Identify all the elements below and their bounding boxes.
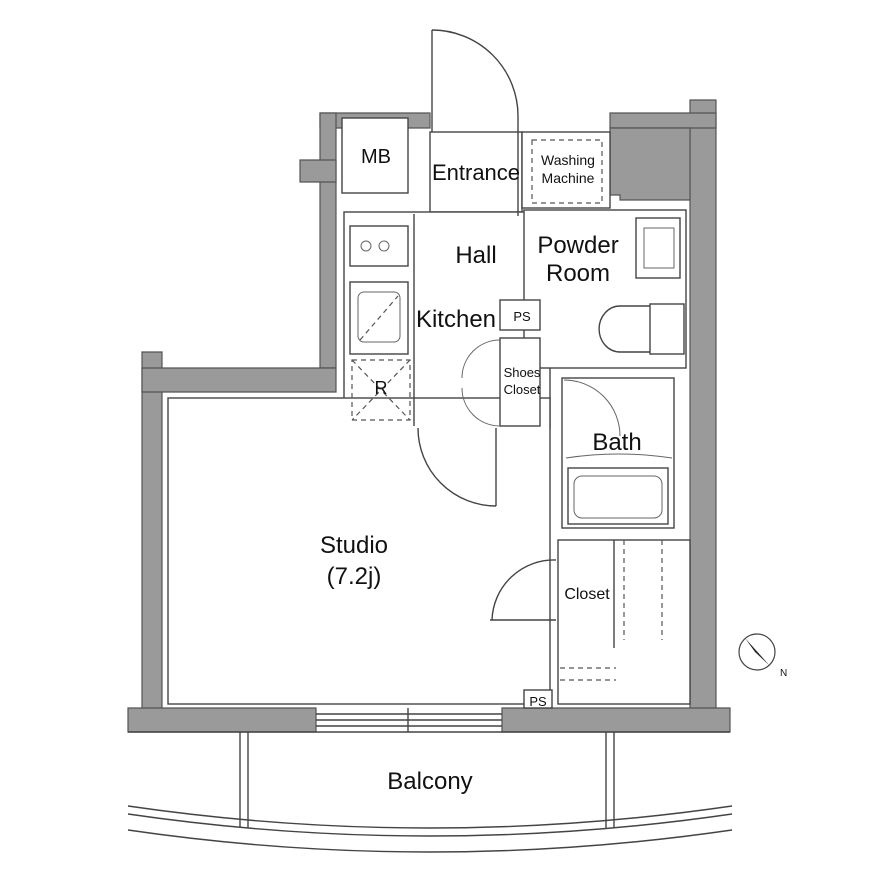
room-label-balcony: Balcony	[387, 768, 472, 795]
bath-fixtures	[563, 379, 673, 525]
window	[316, 708, 502, 732]
door-swings	[417, 29, 557, 621]
room-label-shoes-1: Shoes	[504, 365, 541, 380]
room-label-fridge: R	[375, 378, 388, 398]
room-label-ps-upper: PS	[513, 309, 531, 324]
room-label-bath: Bath	[592, 429, 641, 456]
balcony-outline	[127, 731, 733, 853]
room-label-hall: Hall	[455, 242, 496, 269]
room-label-closet: Closet	[564, 586, 610, 603]
shoes-closet-fixture	[461, 299, 541, 427]
room-label-mb: MB	[361, 146, 391, 168]
room-label-studio: Studio	[320, 532, 388, 559]
room-label-powder-1: Powder	[537, 232, 618, 259]
room-label-studio-size: (7.2j)	[327, 563, 382, 590]
room-outlines	[167, 117, 691, 705]
room-label-ps-lower: PS	[529, 694, 547, 709]
room-label-washing-2: Machine	[542, 170, 595, 186]
compass-north-label: N	[780, 668, 787, 679]
exterior-walls	[127, 99, 731, 733]
powder-room-fixtures	[598, 217, 685, 355]
kitchen-fixtures	[349, 214, 415, 426]
room-label-shoes-2: Closet	[504, 382, 541, 397]
closet-fixtures	[523, 540, 663, 709]
room-label-entrance: Entrance	[432, 160, 520, 185]
room-label-kitchen: Kitchen	[416, 306, 496, 333]
room-label-powder-2: Room	[546, 260, 610, 287]
room-label-washing-1: Washing	[541, 152, 595, 168]
compass-icon: N	[738, 633, 787, 679]
